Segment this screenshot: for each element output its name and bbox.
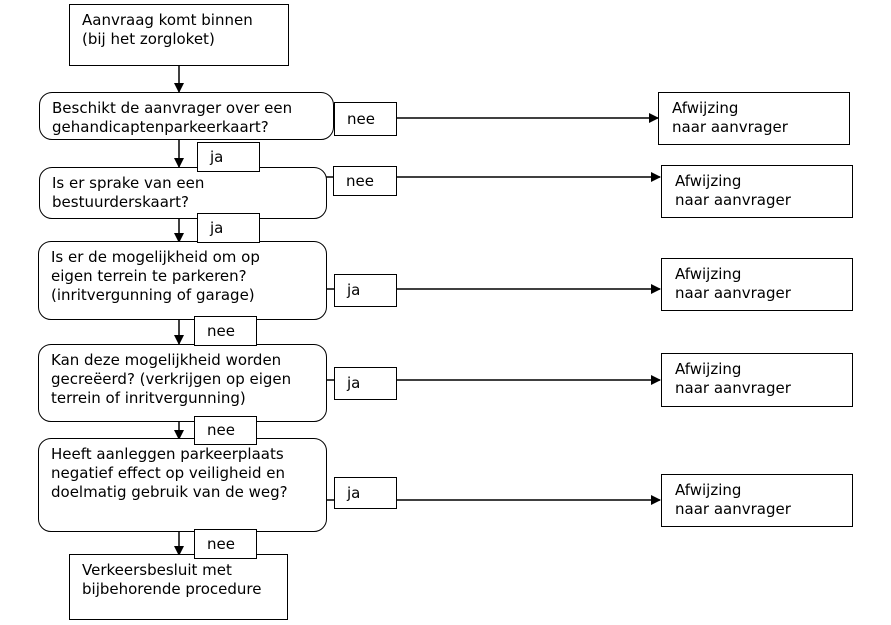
question-3-box: Is er de mogelijkheid om op eigen terrei…: [38, 241, 327, 320]
side-label-1: nee: [334, 102, 397, 136]
side-label-5: ja: [334, 477, 397, 509]
rejection-box-1: Afwijzing naar aanvrager: [658, 92, 850, 145]
question-1-box: Beschikt de aanvrager over een gehandica…: [39, 92, 334, 140]
rejection-box-4: Afwijzing naar aanvrager: [661, 353, 853, 407]
down-label-1: ja: [197, 142, 260, 172]
rejection-box-2: Afwijzing naar aanvrager: [661, 165, 853, 218]
question-5-box: Heeft aanleggen parkeerplaats negatief e…: [38, 438, 327, 532]
down-label-2: ja: [197, 213, 260, 243]
side-label-3: ja: [334, 274, 397, 307]
rejection-box-5: Afwijzing naar aanvrager: [661, 474, 853, 527]
question-2-box: Is er sprake van een bestuurderskaart?: [39, 167, 327, 219]
down-label-3: nee: [194, 316, 257, 346]
rejection-box-3: Afwijzing naar aanvrager: [661, 258, 853, 311]
end-box: Verkeersbesluit met bijbehorende procedu…: [69, 554, 288, 620]
side-label-2: nee: [333, 166, 397, 196]
side-label-4: ja: [334, 367, 397, 400]
down-label-5: nee: [194, 529, 257, 559]
question-4-box: Kan deze mogelijkheid worden gecreëerd? …: [38, 344, 327, 422]
down-label-4: nee: [194, 416, 257, 445]
start-box: Aanvraag komt binnen (bij het zorgloket): [69, 4, 289, 66]
